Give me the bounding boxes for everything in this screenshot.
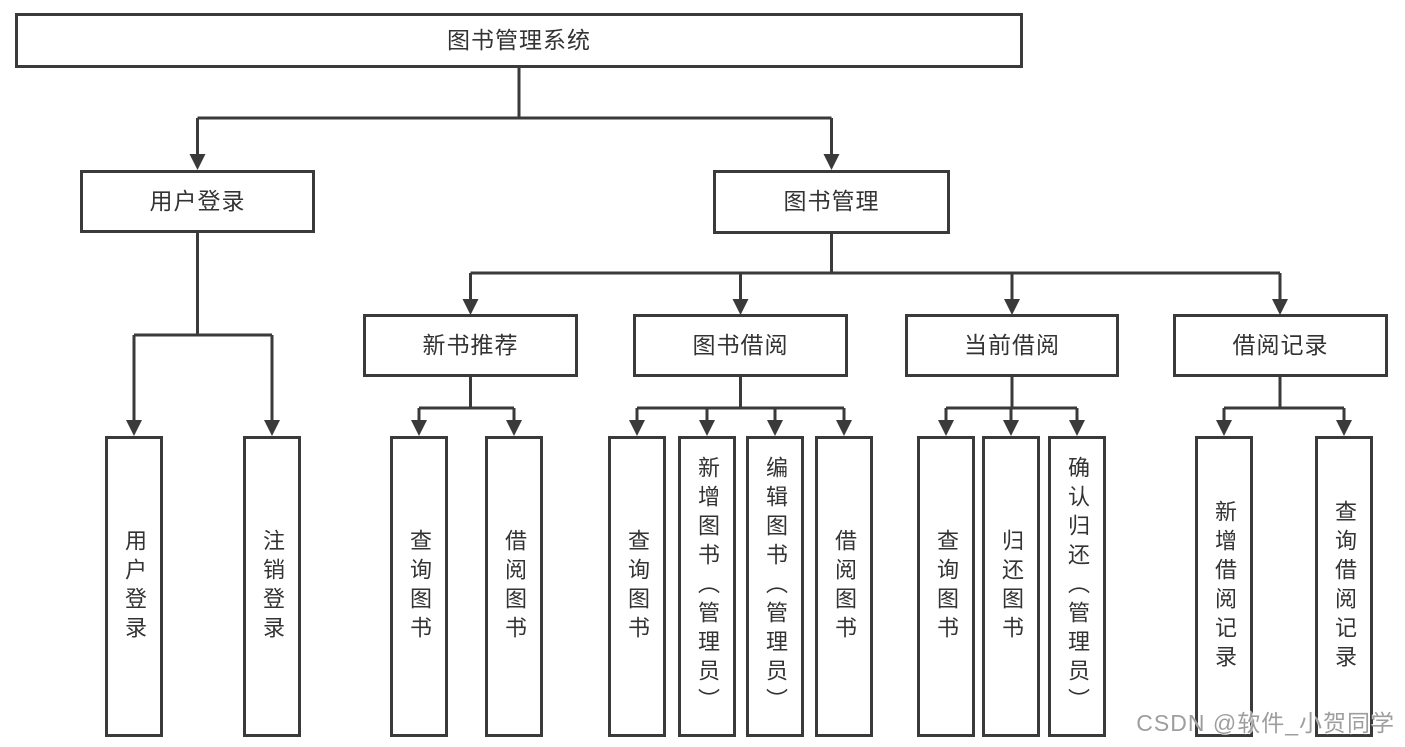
leaf-records-add-record: 新增借阅记录	[1195, 436, 1253, 737]
leaf-current-return-books: 归还图书	[982, 436, 1040, 737]
leaf-logout: 注销登录	[243, 436, 301, 737]
leaf-borrowing-query-books: 查询图书	[608, 436, 666, 737]
leaf-records-query-record: 查询借阅记录	[1315, 436, 1373, 737]
node-current-borrowing: 当前借阅	[905, 314, 1119, 377]
leaf-recommend-borrow-books: 借阅图书	[485, 436, 543, 737]
leaf-user-login: 用户登录	[105, 436, 163, 737]
leaf-borrowing-add-books-admin: 新增图书（管理员）	[678, 436, 736, 737]
node-new-book-recommend: 新书推荐	[363, 314, 578, 377]
watermark: CSDN @软件_小贺同学	[1136, 710, 1395, 736]
node-book-management: 图书管理	[713, 170, 950, 234]
leaf-current-confirm-return-admin: 确认归还（管理员）	[1048, 436, 1106, 737]
node-library-management-system: 图书管理系统	[15, 13, 1023, 68]
leaf-recommend-query-books: 查询图书	[390, 436, 448, 737]
node-borrowing-records: 借阅记录	[1173, 314, 1388, 377]
leaf-borrowing-borrow-books: 借阅图书	[815, 436, 873, 737]
node-user-login: 用户登录	[80, 170, 315, 233]
leaf-borrowing-edit-books-admin: 编辑图书（管理员）	[746, 436, 804, 737]
leaf-current-query-books: 查询图书	[917, 436, 975, 737]
node-book-borrowing: 图书借阅	[633, 314, 848, 377]
